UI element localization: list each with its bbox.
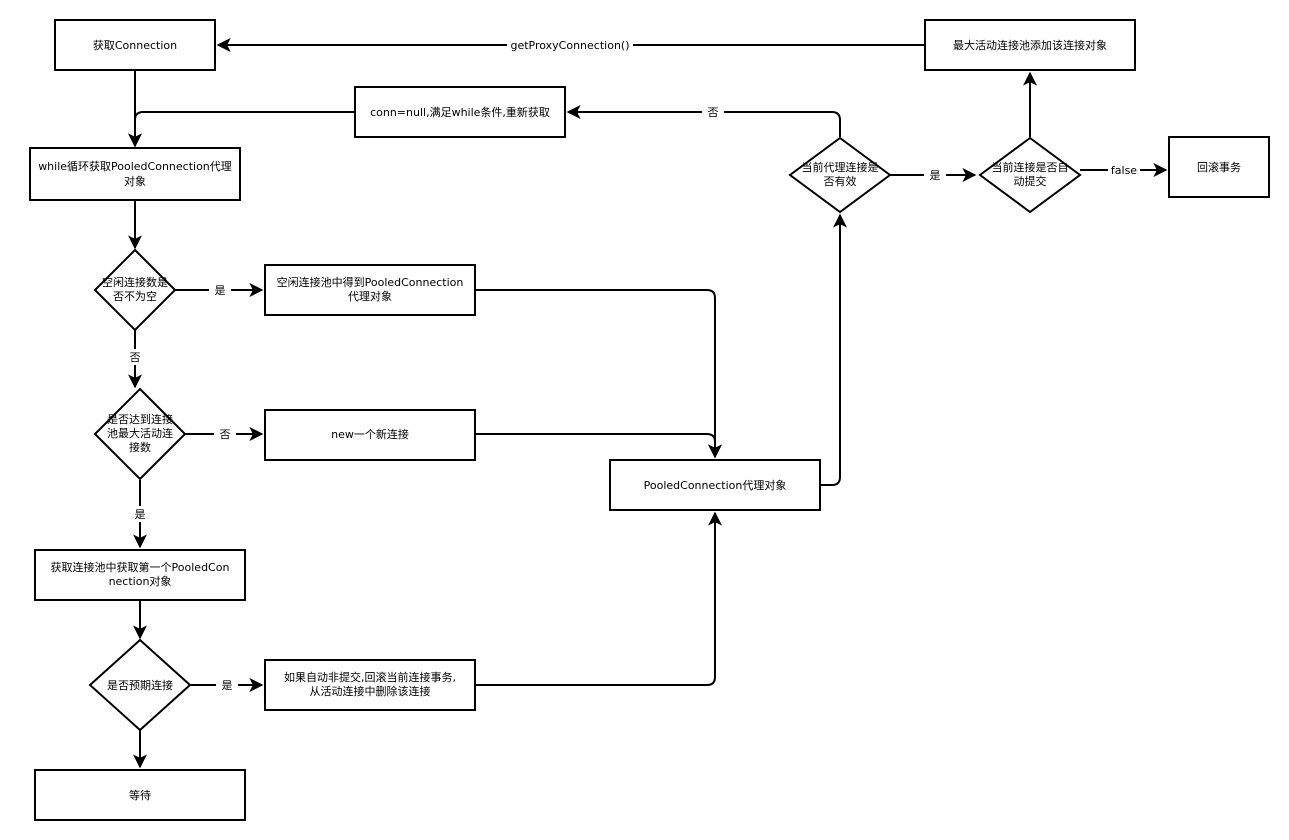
svg-text:false: false xyxy=(1111,164,1137,177)
svg-text:等待: 等待 xyxy=(129,788,151,802)
svg-text:否有效: 否有效 xyxy=(824,174,857,188)
svg-text:是否预期连接: 是否预期连接 xyxy=(107,679,173,692)
edge-label-no-max: 否 xyxy=(214,426,236,442)
svg-text:PooledConnection代理对象: PooledConnection代理对象 xyxy=(644,478,787,492)
svg-text:conn=null,满足while条件,重新获取: conn=null,满足while条件,重新获取 xyxy=(370,105,550,119)
node-new-connection: new一个新连接 xyxy=(264,409,476,461)
svg-text:获取连接池中获取第一个PooledCon: 获取连接池中获取第一个PooledCon xyxy=(51,560,230,574)
node-wait: 等待 xyxy=(34,769,246,821)
edge-idle-get-to-proxy xyxy=(475,289,722,459)
node-get-first: 获取连接池中获取第一个PooledCon nection对象 xyxy=(34,549,246,601)
svg-text:接数: 接数 xyxy=(129,441,151,454)
svg-text:是: 是 xyxy=(930,169,941,182)
svg-text:最大活动连接池添加该连接对象: 最大活动连接池添加该连接对象 xyxy=(953,38,1107,52)
svg-text:new一个新连接: new一个新连接 xyxy=(331,427,409,441)
edge-new-conn-to-proxy xyxy=(475,433,722,459)
node-valid-check: 当前代理连接是 否有效 xyxy=(788,136,892,214)
svg-text:当前连接是否自: 当前连接是否自 xyxy=(992,160,1069,174)
svg-text:getProxyConnection(): getProxyConnection() xyxy=(510,39,629,52)
svg-text:回滚事务: 回滚事务 xyxy=(1197,160,1241,174)
edge-label-no-idle: 否 xyxy=(124,349,146,365)
svg-text:如果自动非提交,回滚当前连接事务,: 如果自动非提交,回滚当前连接事务, xyxy=(284,670,456,684)
svg-text:是否达到连接: 是否达到连接 xyxy=(107,413,173,426)
svg-text:获取Connection: 获取Connection xyxy=(93,39,177,52)
edge-label-yes-expire: 是 xyxy=(216,677,238,693)
svg-text:否: 否 xyxy=(220,428,231,441)
node-autocommit-check: 当前连接是否自 动提交 xyxy=(978,136,1082,214)
svg-text:是: 是 xyxy=(215,284,226,297)
svg-text:空闲连接池中得到PooledConnection: 空闲连接池中得到PooledConnection xyxy=(277,275,464,289)
node-idle-check: 空闲连接数是 否不为空 xyxy=(93,248,177,332)
node-get-connection: 获取Connection xyxy=(54,19,216,71)
svg-text:是: 是 xyxy=(222,679,233,692)
edge-label-false: false xyxy=(1108,162,1140,178)
svg-text:当前代理连接是: 当前代理连接是 xyxy=(802,160,879,174)
svg-text:是: 是 xyxy=(135,508,146,521)
svg-text:从活动连接中删除该连接: 从活动连接中删除该连接 xyxy=(310,684,431,698)
edge-label-yes-max: 是 xyxy=(129,506,151,522)
node-conn-null: conn=null,满足while条件,重新获取 xyxy=(354,86,566,138)
edge-label-no-valid: 否 xyxy=(702,104,724,120)
node-while-loop: while循环获取PooledConnection代理 对象 xyxy=(29,147,241,201)
edge-valid-check-no xyxy=(566,105,841,137)
svg-text:nection对象: nection对象 xyxy=(109,574,172,588)
node-max-check: 是否达到连接 池最大活动连 接数 xyxy=(93,387,187,481)
edge-label-yes-idle: 是 xyxy=(209,282,231,298)
svg-text:否: 否 xyxy=(130,351,141,364)
edge-label-get-proxy: getProxyConnection() xyxy=(507,37,633,53)
edge-conn-null-to-while xyxy=(128,111,355,148)
node-expire-check: 是否预期连接 xyxy=(88,638,192,732)
edge-rollback-remove-to-proxy xyxy=(475,511,722,686)
edge-proxy-to-valid-check xyxy=(820,213,847,486)
svg-text:空闲连接数是: 空闲连接数是 xyxy=(102,275,168,289)
svg-text:否: 否 xyxy=(708,106,719,119)
node-rollback: 回滚事务 xyxy=(1168,136,1270,198)
svg-text:动提交: 动提交 xyxy=(1014,174,1047,188)
node-pooled-proxy: PooledConnection代理对象 xyxy=(609,459,821,511)
svg-text:while循环获取PooledConnection代理: while循环获取PooledConnection代理 xyxy=(38,160,232,173)
svg-text:对象: 对象 xyxy=(124,174,146,188)
svg-text:代理对象: 代理对象 xyxy=(348,289,392,303)
node-idle-get: 空闲连接池中得到PooledConnection 代理对象 xyxy=(264,264,476,316)
node-add-active: 最大活动连接池添加该连接对象 xyxy=(924,19,1136,71)
edge-label-yes-valid: 是 xyxy=(924,167,946,183)
svg-text:否不为空: 否不为空 xyxy=(113,289,157,303)
node-rollback-remove: 如果自动非提交,回滚当前连接事务, 从活动连接中删除该连接 xyxy=(264,659,476,711)
svg-text:池最大活动连: 池最大活动连 xyxy=(107,426,173,440)
